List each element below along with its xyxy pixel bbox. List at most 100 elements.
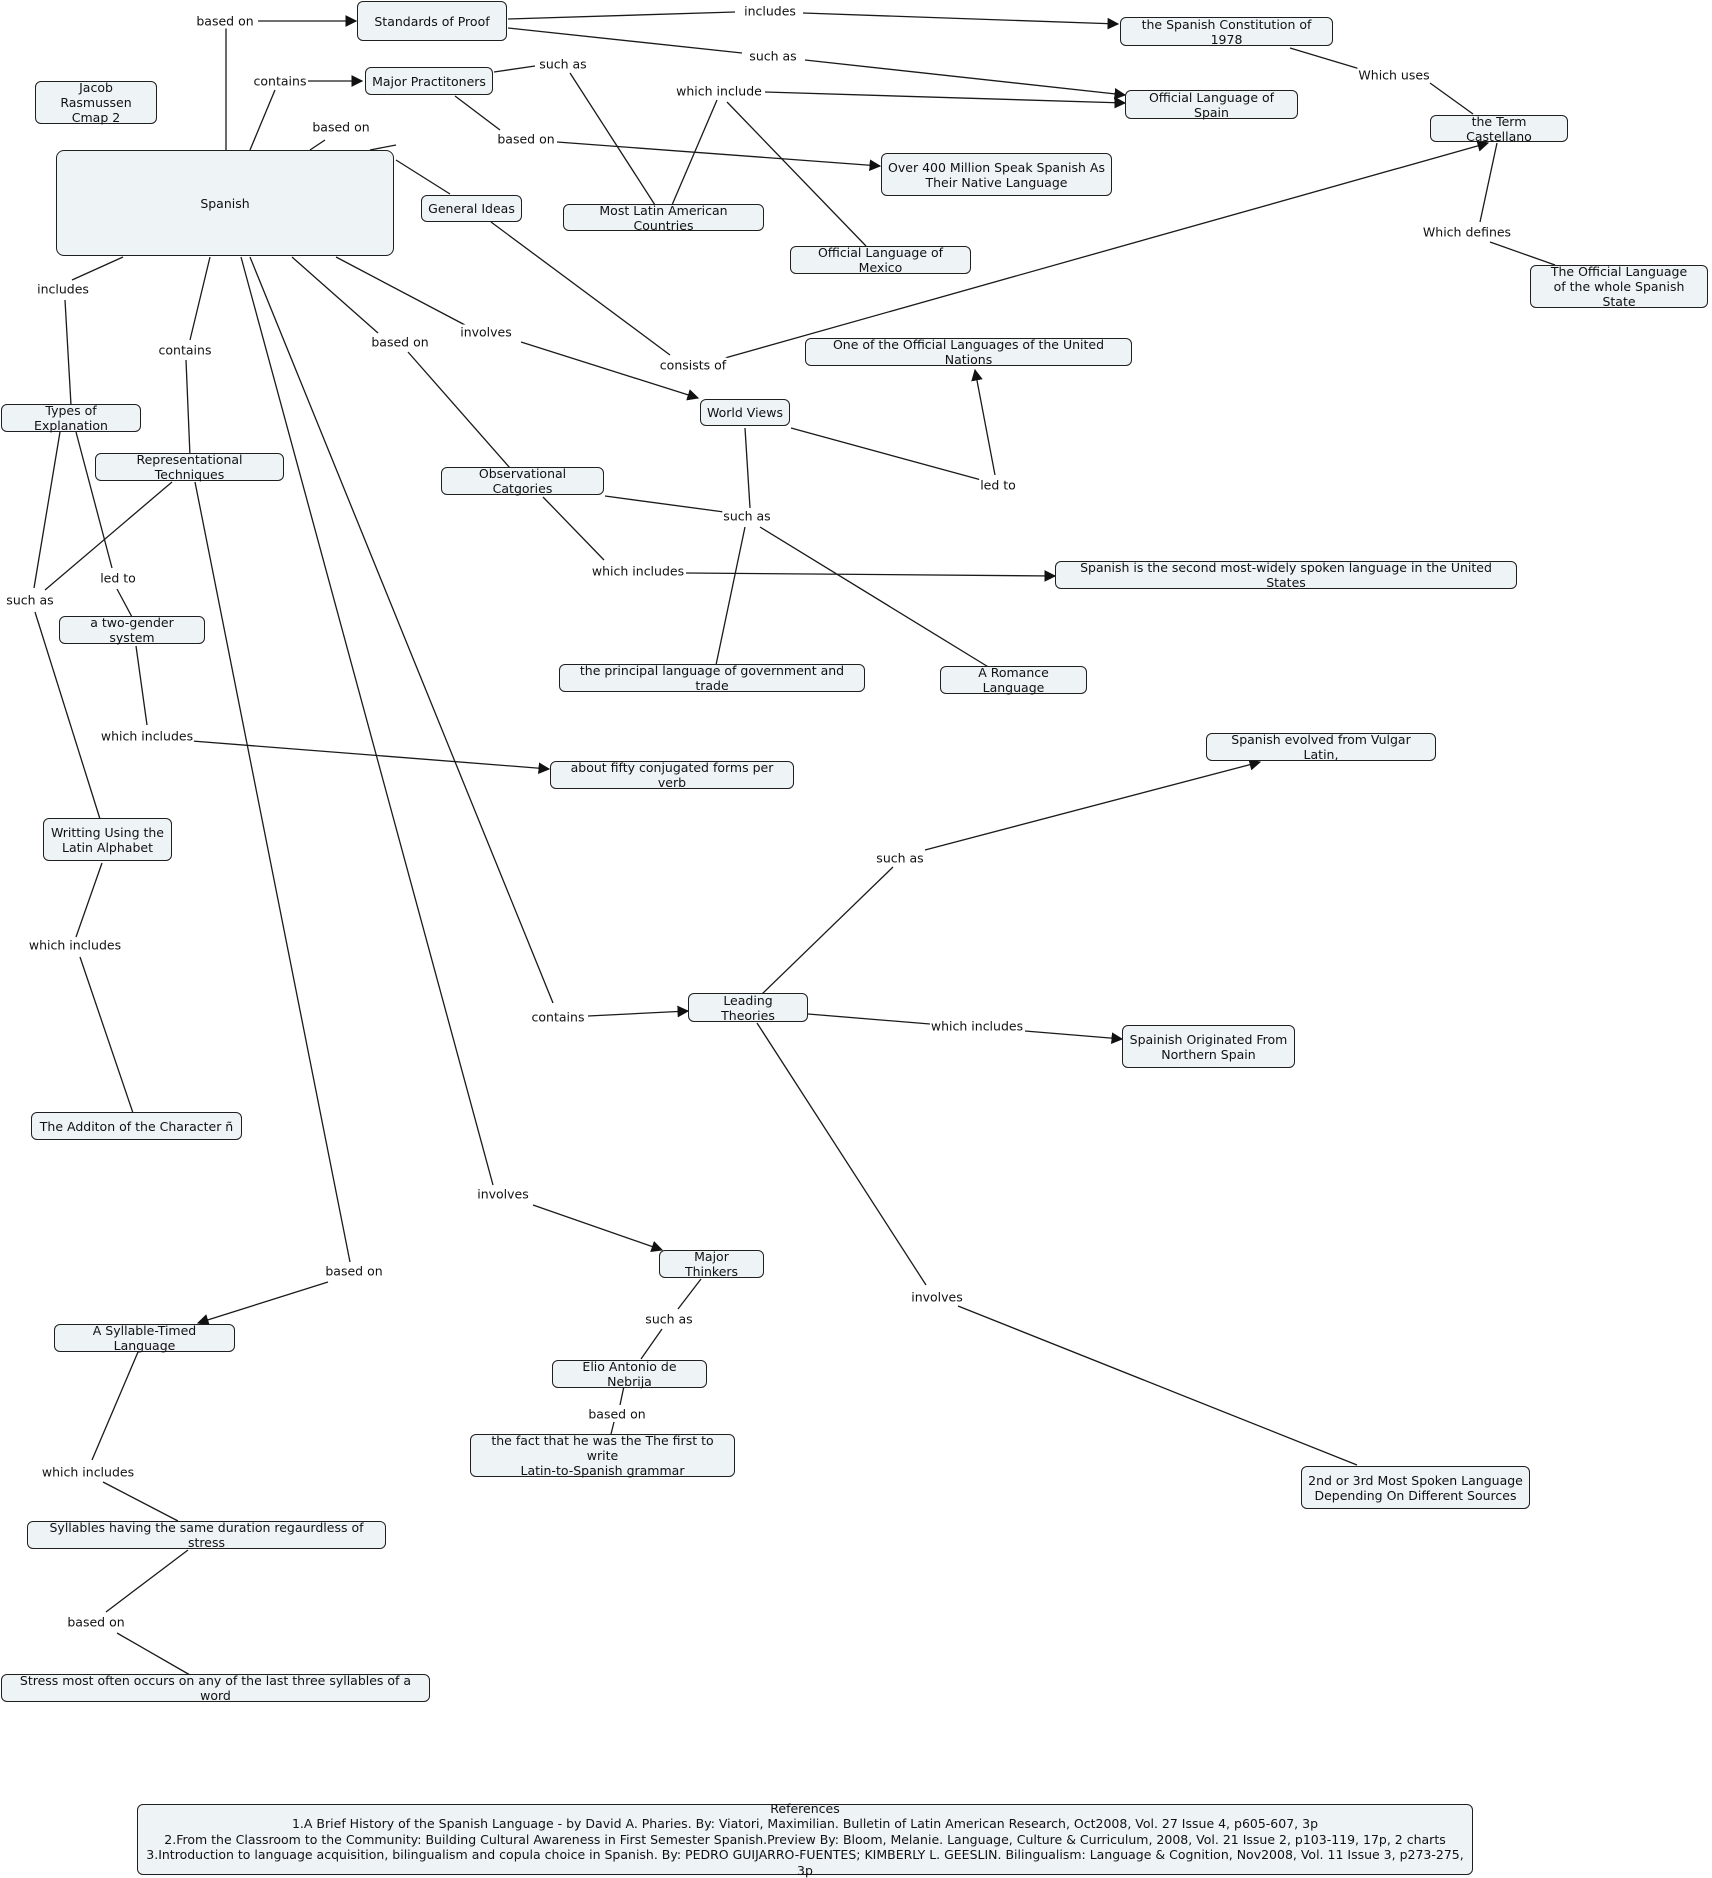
link-label: which includes [99,728,195,744]
references-box: References 1.A Brief History of the Span… [137,1800,1473,1878]
spanish-constitution-node[interactable]: the Spanish Constitution of 1978 [1120,17,1333,47]
latin-american-countries-node[interactable]: Most Latin American Countries [563,203,764,233]
reference-item: 2.From the Classroom to the Community: B… [164,1831,1446,1847]
fifty-conjugated-forms-node[interactable]: about fifty conjugated forms per verb [550,760,794,790]
author-node[interactable]: Jacob Rasmussen Cmap 2 [35,80,157,125]
vulgar-latin-node[interactable]: Spanish evolved from Vulgar Latin, [1206,732,1436,762]
edge [249,256,554,1004]
official-language-spain-node[interactable]: Official Language of Spain [1125,90,1298,120]
edge [804,59,1127,100]
edge [507,27,743,54]
edge [520,341,700,401]
link-label: such as [722,508,772,524]
edge [493,65,536,73]
edge [75,862,103,938]
link-label: based on [370,334,430,350]
observational-categories-node[interactable]: Observational Catgories [441,466,604,496]
link-label: such as [644,1311,694,1327]
edge [34,611,101,820]
link-label: based on [66,1614,126,1630]
edge [724,140,1490,359]
edge [79,956,134,1114]
edge [33,431,61,589]
link-label: based on [587,1406,647,1422]
references-title: References [770,1800,840,1816]
link-label: which includes [590,563,686,579]
link-label: contains [252,73,308,89]
edge [685,570,1057,582]
edge [309,139,326,151]
major-practitioners-node[interactable]: Major Practitoners [365,67,493,95]
edge [102,1481,179,1522]
official-language-state-node[interactable]: The Official Language of the whole Spani… [1530,264,1708,309]
edge [185,359,191,457]
edge [802,12,1120,30]
same-duration-node[interactable]: Syllables having the same duration regau… [27,1520,386,1550]
link-label: led to [979,477,1017,493]
romance-language-node[interactable]: A Romance Language [940,665,1087,695]
edge [116,1632,191,1676]
general-ideas-node[interactable]: General Ideas [421,195,522,222]
standards-of-proof-node[interactable]: Standards of Proof [357,1,507,41]
second-us-node[interactable]: Spanish is the second most-widely spoken… [1055,560,1517,590]
edge [91,1351,139,1461]
edge [1489,241,1556,266]
edge [924,759,1262,851]
edge [369,144,397,151]
edge [71,256,124,281]
edge [191,740,551,775]
nebrija-node[interactable]: Elio Antonio de Nebrija [552,1359,707,1389]
edge [135,645,148,726]
leading-theories-node[interactable]: Leading Theories [688,993,808,1023]
world-views-node[interactable]: World Views [700,399,790,426]
spanish-node[interactable]: Spanish [56,150,394,256]
edge [744,427,751,509]
term-castellano-node[interactable]: the Term Castellano [1430,114,1568,144]
reference-item: 3.Introduction to language acquisition, … [146,1847,1464,1878]
edge [761,866,894,995]
edge [1289,47,1361,70]
two-gender-system-node[interactable]: a two-gender system [59,615,205,645]
link-label: based on [324,1263,384,1279]
edge [715,526,746,666]
edge [240,256,494,1186]
link-label: consists of [658,357,728,373]
edge [395,159,451,195]
stress-node[interactable]: Stress most often occurs on any of the l… [1,1673,430,1703]
edge [764,91,1127,109]
edge [1024,1030,1124,1044]
spoken-rank-node[interactable]: 2nd or 3rd Most Spoken Language Dependin… [1301,1466,1530,1509]
edge [44,481,173,591]
edge [610,1421,615,1435]
over-400-million-node[interactable]: Over 400 Million Speak Spanish As Their … [881,153,1112,196]
edge [507,11,736,20]
representational-techniques-node[interactable]: Representational Techniques [95,452,284,482]
edge [64,299,72,406]
latin-alphabet-node[interactable]: Writting Using the Latin Alphabet [43,818,172,861]
government-trade-node[interactable]: the principal language of government and… [559,663,865,693]
link-label: includes [743,3,797,19]
edge [1429,82,1474,115]
edge [587,1005,690,1018]
link-label: includes [36,281,90,297]
link-label: such as [875,850,925,866]
edge [75,431,113,569]
link-label: which includes [40,1464,136,1480]
syllable-timed-node[interactable]: A Syllable-Timed Language [54,1323,235,1353]
edge [556,141,882,172]
types-of-explanation-node[interactable]: Types of Explanation [1,403,141,433]
character-n-node[interactable]: The Additon of the Character ñ [31,1112,242,1140]
edge [189,256,211,341]
reference-item: 1.A Brief History of the Spanish Languag… [291,1816,1319,1832]
first-grammar-node[interactable]: the fact that he was the The first to wr… [470,1433,735,1478]
official-language-mexico-node[interactable]: Official Language of Mexico [790,245,971,275]
united-nations-node[interactable]: One of the Official Languages of the Uni… [805,337,1132,367]
major-thinkers-node[interactable]: Major Thinkers [659,1249,764,1279]
edge [532,1204,664,1253]
northern-spain-node[interactable]: Spainish Originated From Northern Spain [1122,1025,1295,1068]
edge [335,256,466,326]
edge [677,1278,702,1310]
link-label: based on [311,119,371,135]
link-label: such as [5,592,55,608]
